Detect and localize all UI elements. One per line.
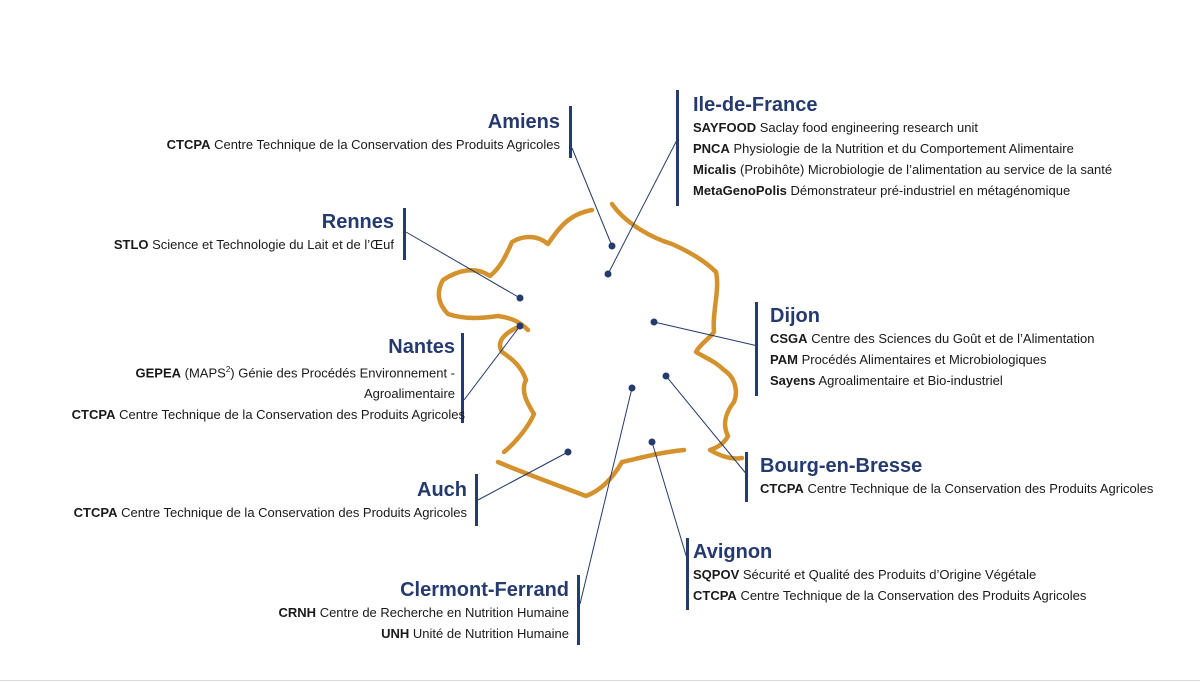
entry-rennes-stlo: STLO Science et Technologie du Lait et d…: [113, 237, 394, 252]
site-avignon: Avignon SQPOV Sécurité et Qualité des Pr…: [693, 540, 1086, 606]
bottom-divider: [0, 680, 1200, 681]
city-auch: Auch: [417, 479, 467, 501]
leader-avignon: [651, 441, 689, 563]
entry-nantes-ctcpa: CTCPA Centre Technique de la Conservatio…: [71, 407, 465, 423]
site-bourg: Bourg-en-Bresse CTCPA Centre Technique d…: [760, 454, 1153, 499]
dot-auch: [564, 448, 572, 456]
france-outline-north: [436, 207, 595, 333]
city-iledefrance: Ile-de-France: [693, 94, 818, 116]
bar-iledefrance: [676, 90, 679, 206]
city-clermont: Clermont-Ferrand: [400, 579, 569, 601]
dot-amiens: [608, 242, 616, 250]
dot-dijon: [650, 318, 658, 326]
bar-rennes: [403, 208, 406, 260]
site-nantes: Nantes GEPEA (MAPS2) Génie des Procédés …: [72, 335, 465, 425]
bar-amiens: [569, 106, 572, 158]
entry-clermont-unh: UNH Unité de Nutrition Humaine: [381, 626, 569, 641]
site-dijon: Dijon CSGA Centre des Sciences du Goût e…: [770, 304, 1094, 391]
france-outline-northeast: [609, 201, 745, 461]
bar-auch: [475, 474, 478, 526]
leader-auch: [477, 451, 569, 501]
entry-clermont-crnh: CRNH Centre de Recherche en Nutrition Hu…: [278, 605, 570, 620]
bar-dijon: [755, 302, 758, 396]
dot-nantes: [516, 322, 524, 330]
site-auch: Auch CTCPA Centre Technique de la Conser…: [74, 478, 467, 523]
leader-clermont: [579, 387, 633, 605]
france-outline-west: [497, 325, 537, 455]
leader-dijon: [653, 321, 759, 347]
bar-clermont: [577, 575, 580, 645]
dot-rennes: [516, 294, 524, 302]
city-dijon: Dijon: [770, 305, 820, 327]
site-iledefrance: Ile-de-France SAYFOOD Saclay food engine…: [693, 93, 1112, 201]
dot-bourg: [662, 372, 670, 380]
dot-avignon: [648, 438, 656, 446]
leader-iledefrance: [607, 137, 679, 275]
leader-bourg: [665, 375, 749, 477]
site-clermont: Clermont-Ferrand CRNH Centre de Recherch…: [279, 578, 570, 644]
city-rennes: Rennes: [321, 211, 394, 233]
entry-iledefrance-micalis: Micalis (Probihôte) Microbiologie de l’a…: [693, 162, 1113, 177]
entry-iledefrance-metagenopolis: MetaGenoPolis Démonstrateur pré-industri…: [693, 183, 1071, 198]
entry-dijon-sayens: Sayens Agroalimentaire et Bio-industriel: [770, 373, 1003, 388]
entry-dijon-pam: PAM Procédés Alimentaires et Microbiolog…: [770, 352, 1047, 367]
entry-nantes-gepea-line2: Agroalimentaire: [363, 386, 455, 402]
bar-avignon: [686, 538, 689, 610]
leader-nantes: [463, 325, 521, 401]
city-avignon: Avignon: [693, 541, 773, 563]
bar-bourg: [745, 452, 748, 502]
dot-clermont: [628, 384, 636, 392]
site-amiens: Amiens CTCPA Centre Technique de la Cons…: [167, 110, 560, 155]
entry-iledefrance-pnca: PNCA Physiologie de la Nutrition et du C…: [693, 141, 1074, 156]
leader-amiens: [571, 147, 613, 247]
entry-iledefrance-sayfood: SAYFOOD Saclay food engineering research…: [693, 120, 978, 135]
city-bourg: Bourg-en-Bresse: [760, 455, 923, 477]
site-rennes: Rennes STLO Science et Technologie du La…: [114, 210, 394, 255]
entry-bourg-ctcpa: CTCPA Centre Technique de la Conservatio…: [760, 481, 1154, 496]
entry-avignon-sqpov: SQPOV Sécurité et Qualité des Produits d…: [693, 567, 1037, 582]
france-outline-south: [495, 447, 687, 499]
leader-rennes: [405, 231, 521, 299]
dot-iledefrance: [604, 270, 612, 278]
entry-auch-ctcpa: CTCPA Centre Technique de la Conservatio…: [73, 505, 467, 520]
city-nantes: Nantes: [388, 336, 455, 358]
city-amiens: Amiens: [487, 111, 560, 133]
entry-nantes-gepea: GEPEA (MAPS2) Génie des Procédés Environ…: [135, 365, 456, 381]
entry-amiens-ctcpa: CTCPA Centre Technique de la Conservatio…: [166, 137, 560, 152]
entry-dijon-csga: CSGA Centre des Sciences du Goût et de l…: [770, 331, 1095, 346]
entry-avignon-ctcpa: CTCPA Centre Technique de la Conservatio…: [693, 588, 1087, 603]
bar-nantes: [461, 333, 464, 423]
